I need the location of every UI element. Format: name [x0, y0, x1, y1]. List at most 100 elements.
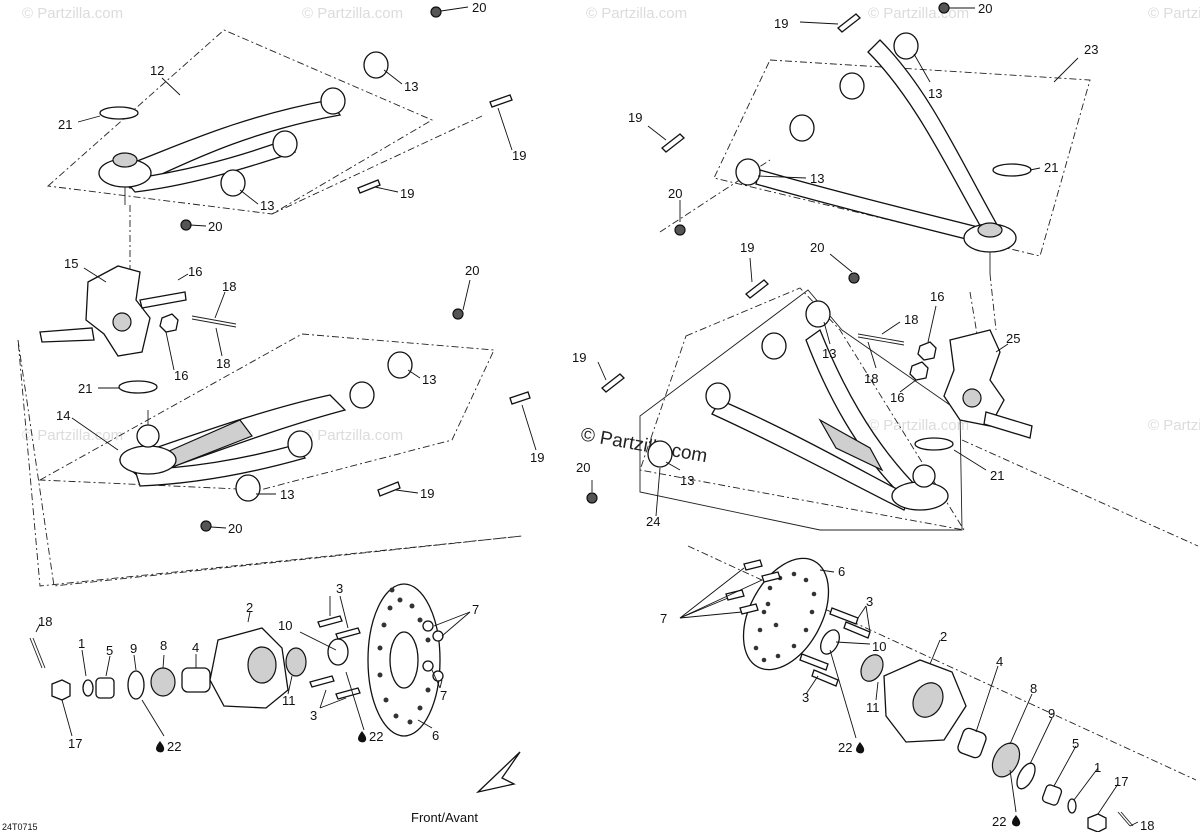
watermark: © Partzilla.com: [22, 5, 123, 22]
left-knuckle-group: 15 16 18 18 16: [39, 205, 236, 383]
upper-arm-tube: [755, 169, 983, 243]
bushing-13: [320, 87, 346, 115]
callout-13: 13: [422, 372, 436, 387]
callout-20: 20: [668, 186, 682, 201]
upper-arm-tube: [108, 99, 342, 189]
spacer-4: [957, 727, 987, 759]
callout-8: 8: [1030, 681, 1037, 696]
spindle-hole: [962, 388, 982, 408]
group-boundary: [639, 287, 965, 531]
watermarks: © Partzilla.com © Partzilla.com © Partzi…: [22, 5, 1200, 467]
spacer-5: [95, 677, 115, 699]
callout-18: 18: [904, 312, 918, 327]
steering-knuckle-25: [943, 329, 1005, 427]
watermark: © Partzilla.com: [1148, 417, 1200, 434]
callout-3: 3: [336, 581, 343, 596]
callout-22: 22: [992, 814, 1006, 829]
o-ring-21: [118, 380, 158, 394]
callout-21: 21: [1044, 160, 1058, 175]
callout-13: 13: [822, 346, 836, 361]
callout-13: 13: [260, 198, 274, 213]
bearing-8: [150, 667, 176, 697]
bushing-13: [805, 300, 831, 328]
nut-20: [938, 2, 950, 14]
nut-20: [674, 224, 686, 236]
callout-13: 13: [280, 487, 294, 502]
bushing-13: [387, 351, 413, 379]
o-ring-21: [914, 437, 954, 451]
drop-icon: [856, 742, 865, 754]
nut-20: [848, 272, 860, 284]
cotter-pin-18: [29, 637, 43, 669]
skid-plate: [818, 418, 884, 472]
disc-center: [389, 631, 419, 689]
steering-knuckle-15: [85, 265, 151, 357]
callout-17: 17: [1114, 774, 1128, 789]
watermark: © Partzilla.com: [1148, 5, 1200, 22]
callout-20: 20: [465, 263, 479, 278]
bolt-19: [745, 279, 769, 299]
lower-arm-tube: [134, 444, 307, 487]
bolt-7: [422, 660, 434, 672]
callout-6: 6: [838, 564, 845, 579]
bolt-19: [601, 373, 625, 393]
callout-19: 19: [420, 486, 434, 501]
bolt-19: [489, 94, 513, 108]
callout-19: 19: [572, 350, 586, 365]
right-hub-assembly: 6 3 7 2 10 4 8 3 11 9 22 5 1 17 22 18: [660, 557, 1154, 832]
bolt-7: [432, 630, 444, 642]
callout-23: 23: [1084, 42, 1098, 57]
bushing-13: [349, 381, 375, 409]
callout-19: 19: [740, 240, 754, 255]
nut-20: [200, 520, 212, 532]
bushing-13: [761, 332, 787, 360]
washer-1: [82, 679, 94, 697]
direction-arrow-icon: [475, 751, 521, 794]
ball-joint-24: [912, 464, 936, 488]
ball-joint-plate: [119, 445, 177, 475]
callout-19: 19: [512, 148, 526, 163]
group-boundary: [17, 339, 523, 587]
brake-disc-6: [742, 557, 830, 671]
bushing-13: [839, 72, 865, 100]
callout-21: 21: [990, 468, 1004, 483]
nut-20: [452, 308, 464, 320]
spacer-5: [1041, 784, 1063, 806]
bearing-11: [285, 647, 307, 677]
callout-9: 9: [130, 641, 137, 656]
nut-20: [586, 492, 598, 504]
callout-19: 19: [628, 110, 642, 125]
nut-20: [430, 6, 442, 18]
bearing-8: [991, 742, 1021, 778]
bearing-11: [860, 654, 884, 682]
callout-10: 10: [278, 618, 292, 633]
callout-3: 3: [866, 594, 873, 609]
watermark: © Partzilla.com: [586, 5, 687, 22]
callout-2: 2: [246, 600, 253, 615]
hub-bore: [912, 682, 944, 718]
spacer-4: [181, 667, 211, 693]
callout-16: 16: [188, 264, 202, 279]
callout-20: 20: [576, 460, 590, 475]
castle-nut-16: [917, 341, 937, 361]
knuckle-arm: [139, 291, 187, 309]
bolt-19: [837, 13, 861, 33]
stud-3: [811, 669, 839, 687]
seal-9: [127, 670, 145, 700]
callout-20: 20: [978, 1, 992, 16]
spacer-10: [820, 629, 840, 655]
castle-nut-17: [1087, 813, 1107, 832]
direction-indicator: Front/Avant 24T0715: [2, 751, 521, 832]
callout-3: 3: [802, 690, 809, 705]
ball-joint-14: [136, 424, 160, 448]
bushing-13: [363, 51, 389, 79]
bushing-13: [893, 32, 919, 60]
bolt-19: [509, 391, 531, 405]
bolt-19: [377, 481, 401, 497]
group-boundary: [639, 289, 963, 531]
callout-25: 25: [1006, 331, 1020, 346]
drawing-code: 24T0715: [2, 822, 38, 832]
callout-5: 5: [106, 643, 113, 658]
drop-icon: [156, 741, 165, 753]
